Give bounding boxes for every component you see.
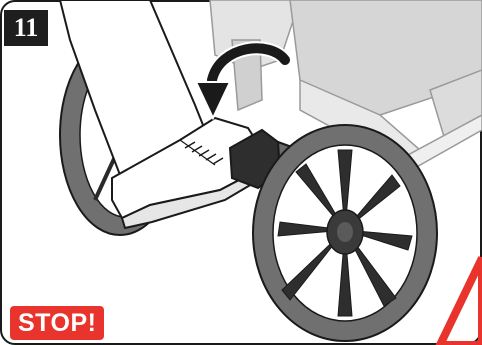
warning-triangle-icon: [435, 256, 482, 345]
curved-arrow-icon: [194, 41, 292, 121]
front-wheel: [252, 124, 438, 342]
shoe: [111, 116, 264, 230]
step-number-badge: 11: [4, 10, 48, 46]
stop-warning-label: STOP!: [10, 306, 105, 340]
